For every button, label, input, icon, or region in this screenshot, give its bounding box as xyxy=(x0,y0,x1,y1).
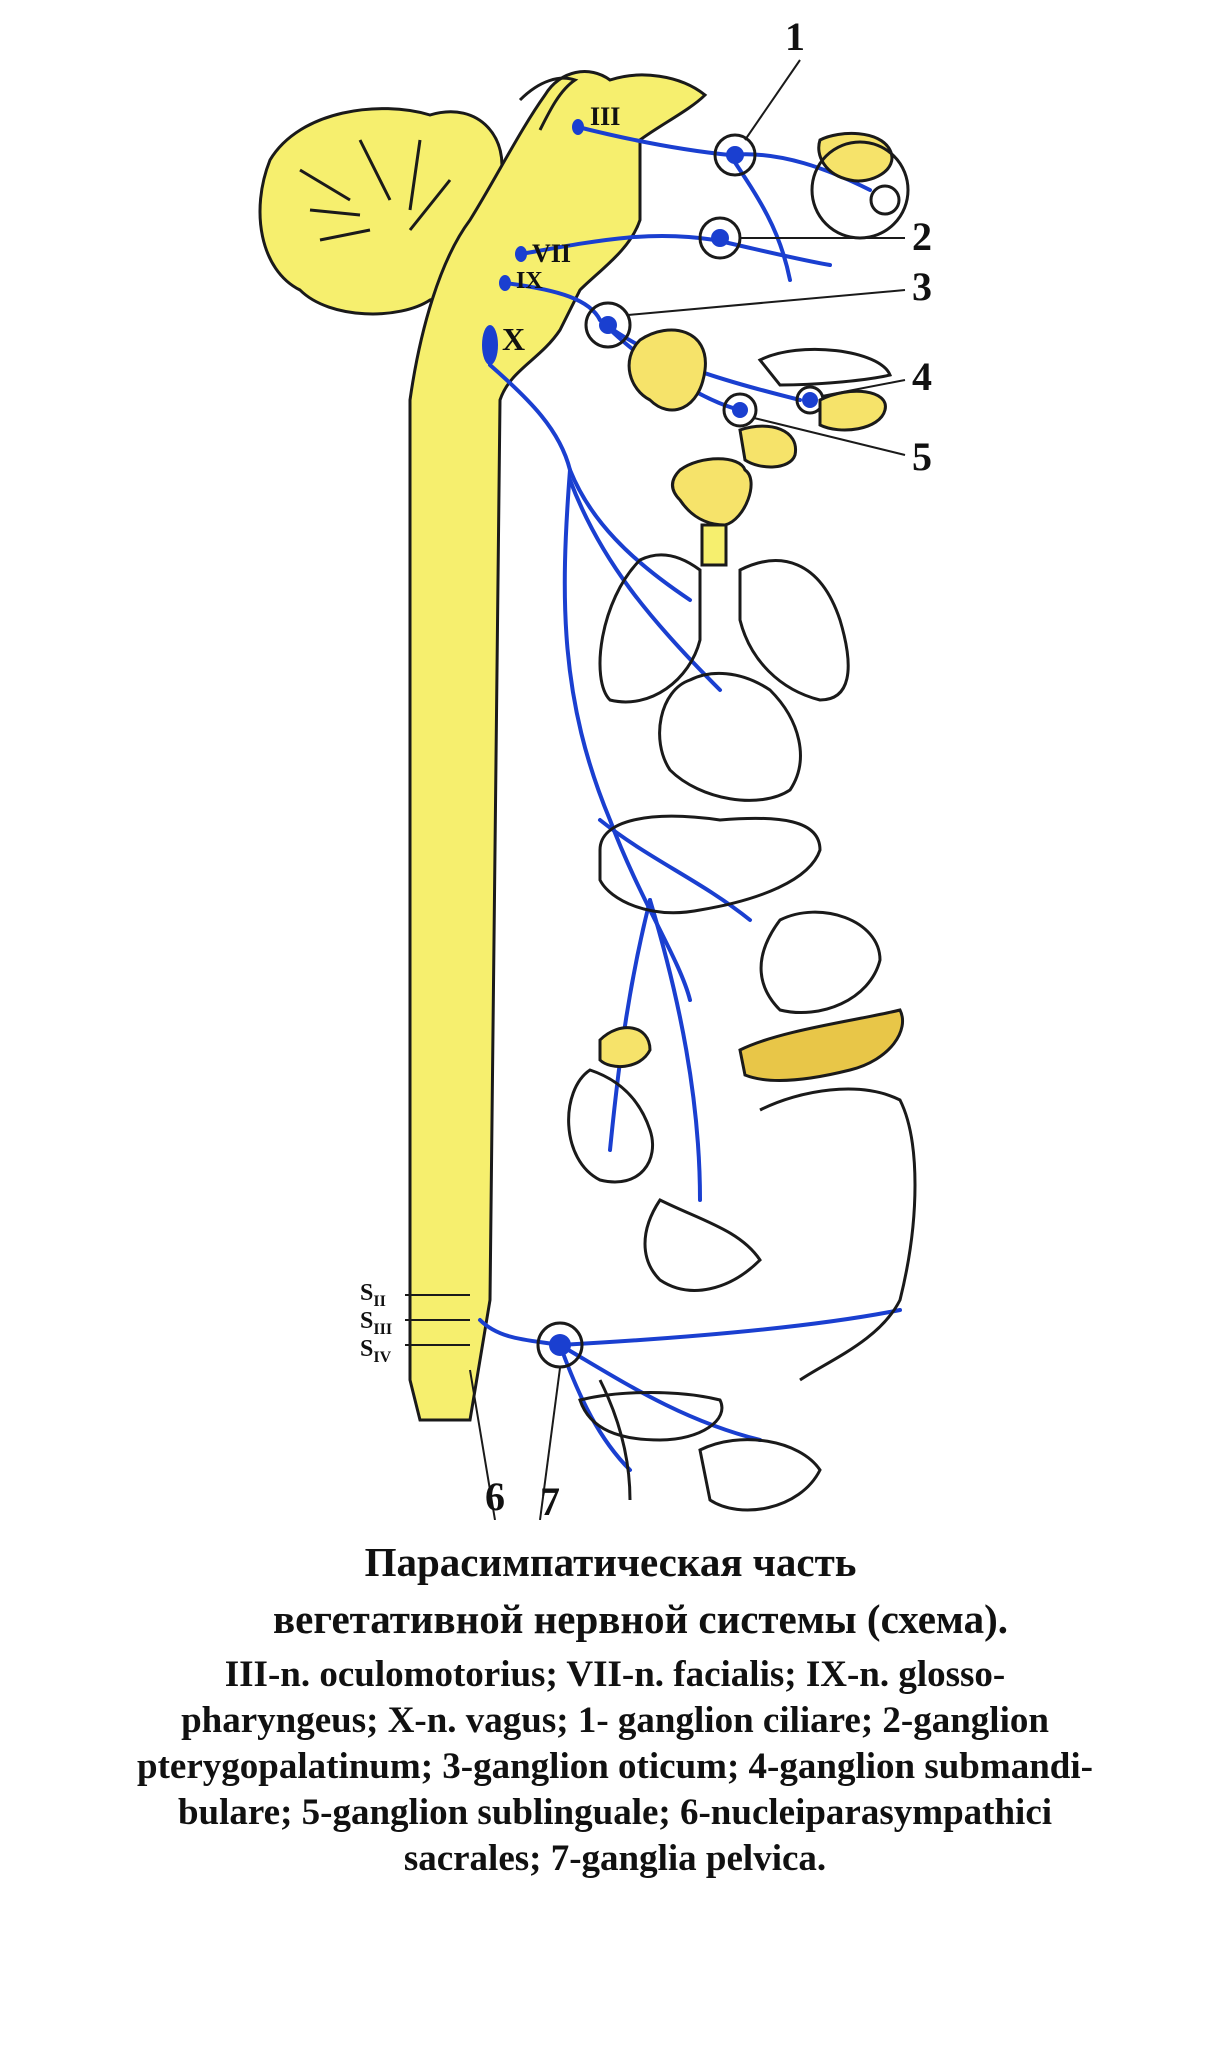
label-6: 6 xyxy=(485,1474,505,1519)
right-lung xyxy=(738,559,850,702)
rectum xyxy=(598,1379,632,1501)
label-X: X xyxy=(502,321,525,357)
label-5: 5 xyxy=(912,434,932,479)
sublingual-gland xyxy=(738,424,797,469)
label-4: 4 xyxy=(912,354,932,399)
caption-title: Парасимпатическая часть xyxy=(364,1539,857,1585)
kidney xyxy=(567,1068,655,1184)
label-III: III xyxy=(590,102,620,131)
leader-lines xyxy=(627,59,906,456)
legend-line: sacrales; 7-ganglia pelvica. xyxy=(403,1838,827,1879)
legend: III-n. oculomotorius; VII-n. facialis; I… xyxy=(40,1652,1190,1882)
legend-line: III-n. oculomotorius; VII-n. facialis; I… xyxy=(224,1654,1006,1695)
trachea xyxy=(700,523,728,567)
sacral-levels xyxy=(405,1294,561,1520)
diagram-labels: III VII IX X 1 2 3 4 5 6 7 SII SIII SIV xyxy=(360,14,932,1520)
label-1: 1 xyxy=(785,14,805,59)
ganglion-1 xyxy=(713,133,757,177)
parotid-gland xyxy=(627,328,707,412)
ganglion-5 xyxy=(722,392,758,428)
bladder xyxy=(698,1438,822,1512)
stomach xyxy=(759,910,882,1015)
abdominal-organs xyxy=(567,814,917,1501)
head-organs xyxy=(627,131,910,469)
ganglion-3 xyxy=(584,301,632,349)
label-3: 3 xyxy=(912,264,932,309)
ganglion-7 xyxy=(536,1321,584,1369)
pancreas xyxy=(738,1008,904,1082)
thoracic-organs xyxy=(598,457,850,802)
parasympathetic-diagram: III VII IX X 1 2 3 4 5 6 7 SII SIII SIV xyxy=(258,14,932,1520)
cranial-nuclei xyxy=(482,119,584,365)
label-VII: VII xyxy=(532,239,571,268)
legend-line: pharyngeus; X-n. vagus; 1- ganglion cili… xyxy=(181,1700,1049,1741)
tongue xyxy=(757,347,893,387)
label-SIV: SIV xyxy=(360,1336,392,1366)
heart xyxy=(658,671,802,802)
nucleus-X xyxy=(482,325,498,365)
liver xyxy=(598,814,822,915)
spinal-cord xyxy=(408,70,708,1422)
label-SIII: SIII xyxy=(360,1308,392,1338)
submandibular-gland xyxy=(818,389,887,432)
label-7: 7 xyxy=(540,1479,560,1520)
pelvic-organs xyxy=(578,1391,822,1512)
small-intestine xyxy=(643,1198,762,1292)
colon xyxy=(759,1087,917,1382)
uterus xyxy=(578,1391,724,1442)
legend-line: bulare; 5-ganglion sublinguale; 6-nuclei… xyxy=(177,1792,1053,1833)
caption-subtitle: вегетативной нервной системы (схема). xyxy=(273,1596,1008,1642)
left-lung xyxy=(598,553,702,704)
label-IX: IX xyxy=(516,268,543,294)
adrenal-gland xyxy=(598,1026,652,1069)
thyroid xyxy=(671,457,753,527)
ganglia xyxy=(536,133,825,1369)
label-SII: SII xyxy=(360,1280,386,1310)
label-2: 2 xyxy=(912,214,932,259)
legend-line: pterygopalatinum; 3-ganglion oticum; 4-g… xyxy=(137,1746,1093,1787)
